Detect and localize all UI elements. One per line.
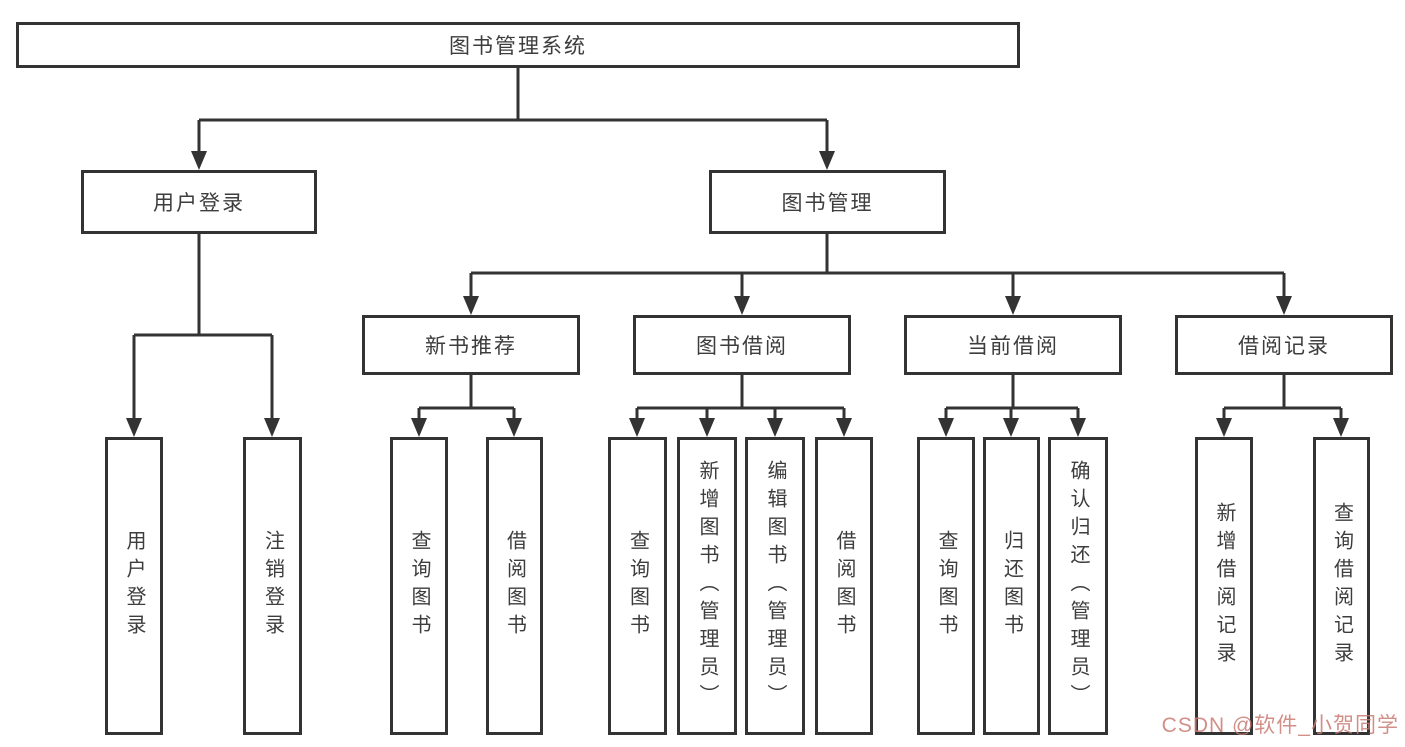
- leaf-records-add-record: 新增借阅记录: [1195, 437, 1253, 735]
- arrow-icon: [836, 418, 852, 437]
- arrow-icon: [819, 151, 835, 170]
- arrow-icon: [629, 418, 645, 437]
- leaf-logout: 注销登录: [243, 437, 302, 735]
- leaf-newbooks-query-books: 查询图书: [390, 437, 448, 735]
- leaf-current-query-books: 查询图书: [917, 437, 975, 735]
- arrow-icon: [506, 418, 522, 437]
- leaf-newbooks-borrow-books: 借阅图书: [486, 437, 543, 735]
- node-current-borrowing: 当前借阅: [904, 315, 1122, 375]
- arrowheads: [126, 151, 1349, 437]
- connector-path: [132, 68, 1343, 421]
- arrow-icon: [1005, 296, 1021, 315]
- node-root-library-system: 图书管理系统: [16, 22, 1020, 68]
- arrow-icon: [191, 151, 207, 170]
- arrow-icon: [463, 296, 479, 315]
- arrow-icon: [126, 418, 142, 437]
- node-borrowing-records: 借阅记录: [1175, 315, 1393, 375]
- node-book-borrowing: 图书借阅: [633, 315, 851, 375]
- arrow-icon: [767, 418, 783, 437]
- node-book-management: 图书管理: [709, 170, 946, 234]
- arrow-icon: [699, 418, 715, 437]
- arrow-icon: [1216, 418, 1232, 437]
- leaf-borrowing-edit-books-admin: 编辑图书（管理员）: [745, 437, 805, 735]
- arrow-icon: [734, 296, 750, 315]
- arrow-icon: [1003, 418, 1019, 437]
- arrow-icon: [1333, 418, 1349, 437]
- arrow-icon: [411, 418, 427, 437]
- node-user-login: 用户登录: [81, 170, 317, 234]
- arrow-icon: [264, 418, 280, 437]
- arrow-icon: [938, 418, 954, 437]
- arrow-icon: [1276, 296, 1292, 315]
- leaf-user-login: 用户登录: [105, 437, 163, 735]
- leaf-current-confirm-return-admin: 确认归还（管理员）: [1048, 437, 1108, 735]
- arrow-icon: [1070, 418, 1086, 437]
- leaf-current-return-books: 归还图书: [983, 437, 1040, 735]
- leaf-borrowing-query-books: 查询图书: [608, 437, 667, 735]
- csdn-watermark: CSDN @软件_小贺同学: [1161, 714, 1399, 737]
- leaf-borrowing-borrow-books: 借阅图书: [815, 437, 873, 735]
- leaf-borrowing-add-books-admin: 新增图书（管理员）: [677, 437, 737, 735]
- node-new-book-recommend: 新书推荐: [362, 315, 580, 375]
- leaf-records-query-record: 查询借阅记录: [1313, 437, 1370, 735]
